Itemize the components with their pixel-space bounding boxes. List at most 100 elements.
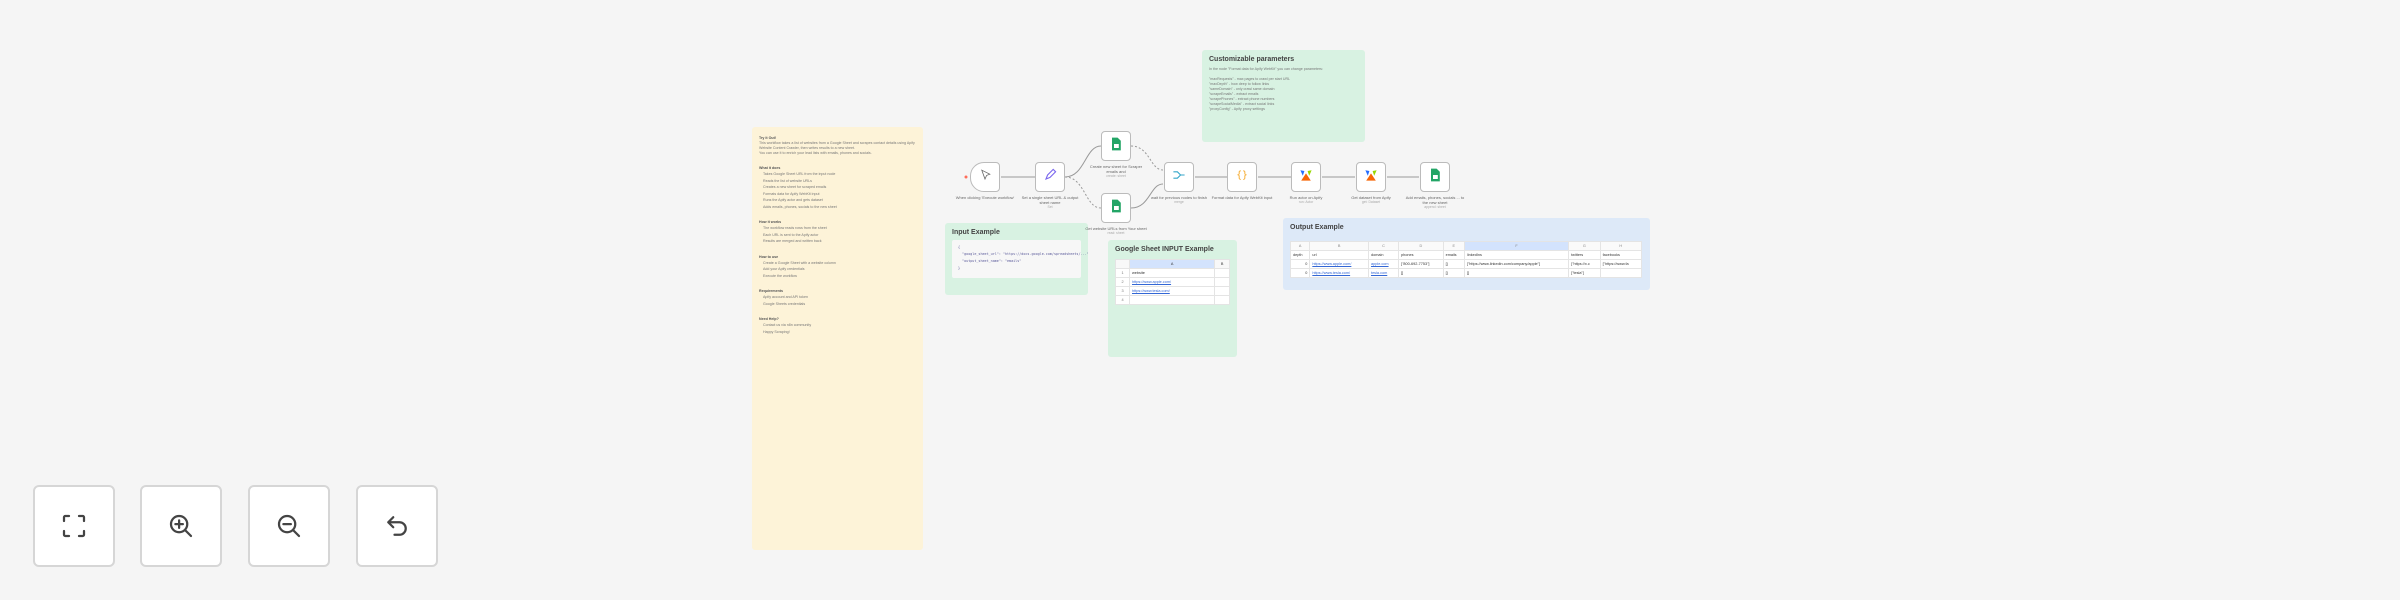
sticky-note-instructions[interactable]: Try it Out! This workflow takes a list o…: [752, 127, 923, 550]
note-text: Need Help?: [759, 317, 779, 321]
apify-icon: [1363, 167, 1379, 188]
zoom-out-icon: [277, 514, 301, 538]
node-label: Add emails, phones, socials ... to the n…: [1404, 195, 1466, 210]
table-cell: []: [1442, 268, 1465, 278]
pencil-icon: [1042, 167, 1058, 188]
node-name: Add emails, phones, socials ... to the n…: [1405, 195, 1465, 205]
workflow-node[interactable]: [1291, 162, 1321, 192]
svg-text:{}: {}: [1236, 170, 1248, 181]
sticky-note-parameters[interactable]: Customizable parameters In the node "For…: [1202, 50, 1365, 142]
node-name: Create new sheet for Scraper emails and: [1089, 164, 1143, 174]
connection: [1130, 145, 1164, 171]
workflow-node[interactable]: {}: [1227, 162, 1257, 192]
note-text: "scrapePhones" - extract phone numbers: [1209, 97, 1275, 101]
sticky-note-input-example[interactable]: Input Example { "google_sheet_url": "htt…: [945, 223, 1088, 295]
workflow-node[interactable]: [1101, 193, 1131, 223]
note-title: Customizable parameters: [1209, 56, 1295, 63]
node-subtitle: run: Actor: [1298, 200, 1314, 204]
node-subtitle: merge: [1174, 200, 1184, 204]
node-label: Set a single sheet URL & output sheet na…: [1019, 195, 1081, 210]
note-text: Contact us via n8n community: [763, 323, 812, 327]
code-line: }: [958, 266, 961, 270]
node-name: Get dataset from Apify: [1351, 195, 1391, 200]
note-text: Happy Scraping!: [763, 329, 790, 334]
note-text: What it does: [759, 166, 781, 170]
connection: [1064, 176, 1102, 209]
node-label: When clicking 'Execute workflow': [954, 195, 1016, 200]
undo-button[interactable]: [356, 485, 438, 567]
table-cell: tesla.com: [1368, 268, 1400, 278]
code-line: "google_sheet_url": "https://docs.google…: [958, 252, 1088, 256]
note-title: Input Example: [952, 229, 1000, 236]
node-subtitle: append: sheet: [1424, 205, 1446, 209]
node-name: Get website URLs from Your sheet: [1085, 226, 1147, 231]
note-text: Execute the workflow: [763, 273, 797, 278]
note-text: "proxyConfig" - Apify proxy settings: [1209, 107, 1265, 111]
workflow-node[interactable]: [1420, 162, 1450, 192]
note-text: Results are merged and written back: [763, 239, 822, 243]
node-name: Run actor on Apify: [1289, 195, 1323, 200]
note-text: In the node "Format data for Apify WebKi…: [1209, 67, 1323, 71]
zoom-in-button[interactable]: [140, 485, 222, 567]
table-row: 4: [1115, 295, 1230, 305]
workflow-node[interactable]: [1164, 162, 1194, 192]
merge-icon: [1171, 167, 1187, 188]
note-text: "maxRequests" - max pages to crawl per s…: [1209, 77, 1291, 81]
workflow-node[interactable]: [1035, 162, 1065, 192]
node-subtitle: Set: [1047, 205, 1053, 209]
table-cell: [1128, 295, 1216, 305]
connection: [1130, 183, 1164, 209]
note-text: "maxDepth" - how deep to follow links: [1209, 82, 1270, 86]
node-subtitle: get: Dataset: [1361, 200, 1381, 204]
fit-view-button[interactable]: [33, 485, 115, 567]
table-cell: []: [1463, 268, 1570, 278]
note-text: Apify account and API token: [763, 295, 808, 299]
note-text: Requirements: [759, 289, 783, 293]
undo-icon: [387, 516, 407, 536]
fit-view-icon: [62, 514, 86, 538]
code-line: {: [958, 245, 961, 249]
table-cell: [1599, 268, 1643, 278]
table-cell: 0: [1289, 268, 1311, 278]
node-subtitle: create: sheet: [1106, 174, 1126, 178]
note-text: Takes Google Sheet URL from the input no…: [763, 172, 836, 176]
note-title: Try it Out!: [759, 136, 776, 140]
note-text: "scrapeSocialMedia" - extract social lin…: [1209, 102, 1275, 106]
workflow-node[interactable]: [1101, 131, 1131, 161]
note-text: Adds emails, phones, socials to the new …: [763, 204, 837, 209]
zoom-in-icon: [169, 514, 193, 538]
workflow-node[interactable]: [1356, 162, 1386, 192]
note-text: "sameDomain" - only crawl same domain: [1209, 87, 1275, 91]
note-text: You can use it to enrich your lead lists…: [759, 151, 872, 155]
zoom-out-button[interactable]: [248, 485, 330, 567]
note-text: Google Sheets credentials: [763, 301, 806, 306]
code-line: "output_sheet_name": "emails": [958, 259, 1022, 263]
google-sheets-icon: [1108, 136, 1124, 157]
note-text: Formats data for Apify WebKit input: [763, 191, 820, 196]
note-text: How it works: [759, 220, 782, 224]
note-text: Creates a new sheet for scraped emails: [763, 185, 827, 189]
note-text: This workflow takes a list of websites f…: [759, 141, 915, 145]
note-text: Runs the Apify actor and gets dataset: [763, 198, 823, 202]
code-braces-icon: {}: [1234, 167, 1250, 188]
note-text: How to use: [759, 254, 779, 259]
google-sheets-icon: [1427, 167, 1443, 188]
connection: [1064, 145, 1102, 178]
note-text: "scrapeEmails" - extract emails: [1209, 92, 1259, 96]
table-cell: [1214, 295, 1230, 305]
note-title: Output Example: [1290, 224, 1344, 231]
workflow-node[interactable]: [970, 162, 1000, 192]
trigger-marker: [964, 175, 968, 179]
note-text: Reads the list of website URLs: [763, 178, 812, 183]
